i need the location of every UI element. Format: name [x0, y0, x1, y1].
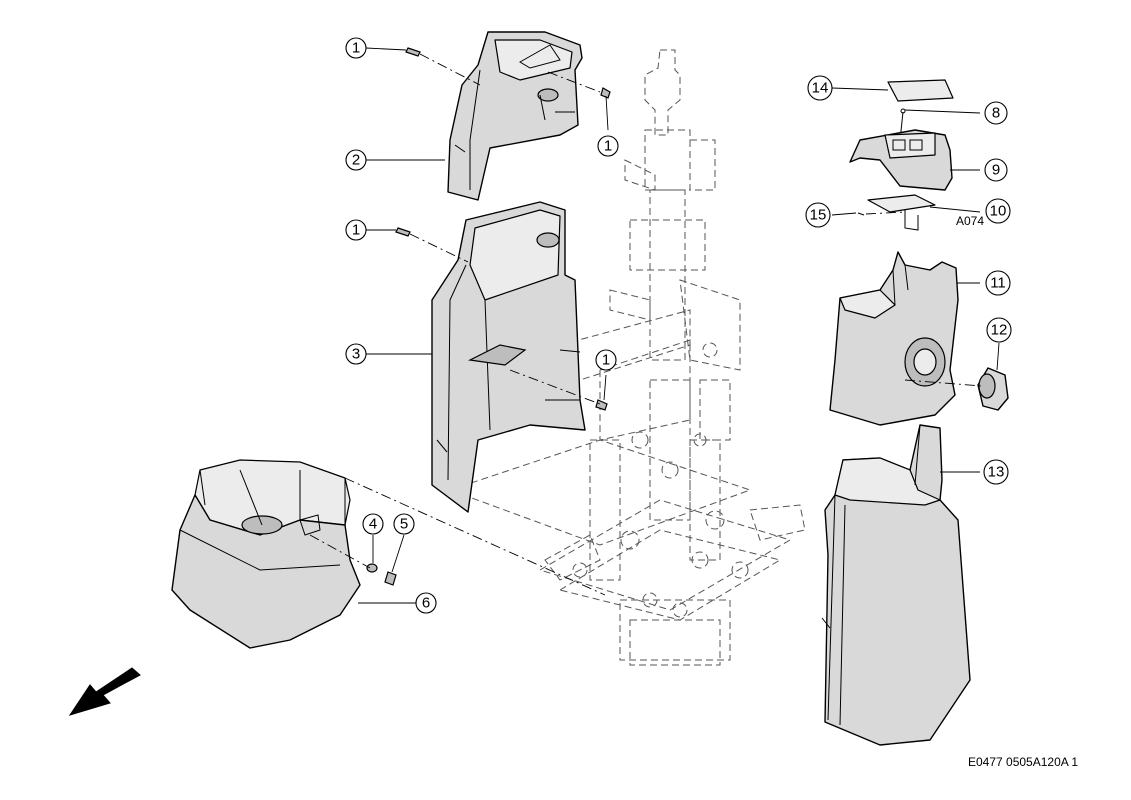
lower-rear-cover-part-3: [431, 201, 586, 513]
upper-rear-cover-part-2: [447, 31, 583, 201]
callout-3: 3: [345, 343, 367, 365]
svg-text:6: 6: [422, 595, 430, 612]
callout-5: 5: [393, 513, 415, 535]
callout-9: 9: [984, 158, 1008, 182]
right-cover-part-13: [821, 424, 971, 746]
screws-and-washers: [366, 47, 611, 586]
detail-code-label: A074: [956, 214, 984, 228]
callout-1-right-lower: 1: [595, 349, 617, 371]
front-direction-arrow-icon: [68, 667, 141, 716]
assembly-lines: [309, 53, 983, 596]
svg-text:1: 1: [604, 138, 612, 155]
svg-text:5: 5: [400, 516, 408, 533]
knob-part-12: [977, 367, 1009, 411]
callout-1-right-upper: 1: [597, 135, 619, 157]
switch-assembly-parts-8-9-10-14-15: [849, 79, 954, 231]
svg-text:11: 11: [990, 275, 1006, 292]
callout-4: 4: [362, 513, 384, 535]
callout-2: 2: [345, 149, 367, 171]
callout-13: 13: [983, 459, 1009, 485]
callout-1-left-middle: 1: [345, 219, 367, 241]
steering-column-ghost: [448, 49, 806, 666]
callout-11: 11: [985, 270, 1011, 296]
svg-text:1: 1: [352, 222, 360, 239]
svg-text:1: 1: [602, 352, 610, 369]
svg-text:12: 12: [991, 322, 1008, 339]
svg-text:4: 4: [369, 516, 377, 533]
bottom-shroud-part-6: [171, 459, 361, 649]
svg-text:9: 9: [992, 162, 1000, 179]
svg-text:13: 13: [988, 464, 1005, 481]
svg-text:2: 2: [352, 152, 360, 169]
callout-8: 8: [984, 101, 1008, 125]
callout-10: 10: [985, 198, 1011, 224]
figure-code-label: E0477 0505A120A 1: [968, 755, 1078, 769]
svg-text:15: 15: [810, 207, 827, 224]
svg-text:14: 14: [812, 80, 829, 97]
leader-lines: [358, 47, 1000, 604]
svg-text:8: 8: [992, 105, 1000, 122]
callout-6: 6: [415, 592, 437, 614]
callout-15: 15: [805, 202, 831, 228]
svg-text:3: 3: [352, 346, 360, 363]
right-cover-part-11: [829, 251, 959, 426]
callout-14: 14: [807, 75, 833, 101]
callout-12: 12: [986, 317, 1012, 343]
svg-text:1: 1: [352, 40, 360, 57]
svg-text:10: 10: [990, 203, 1007, 220]
callout-1-top: 1: [345, 37, 367, 59]
